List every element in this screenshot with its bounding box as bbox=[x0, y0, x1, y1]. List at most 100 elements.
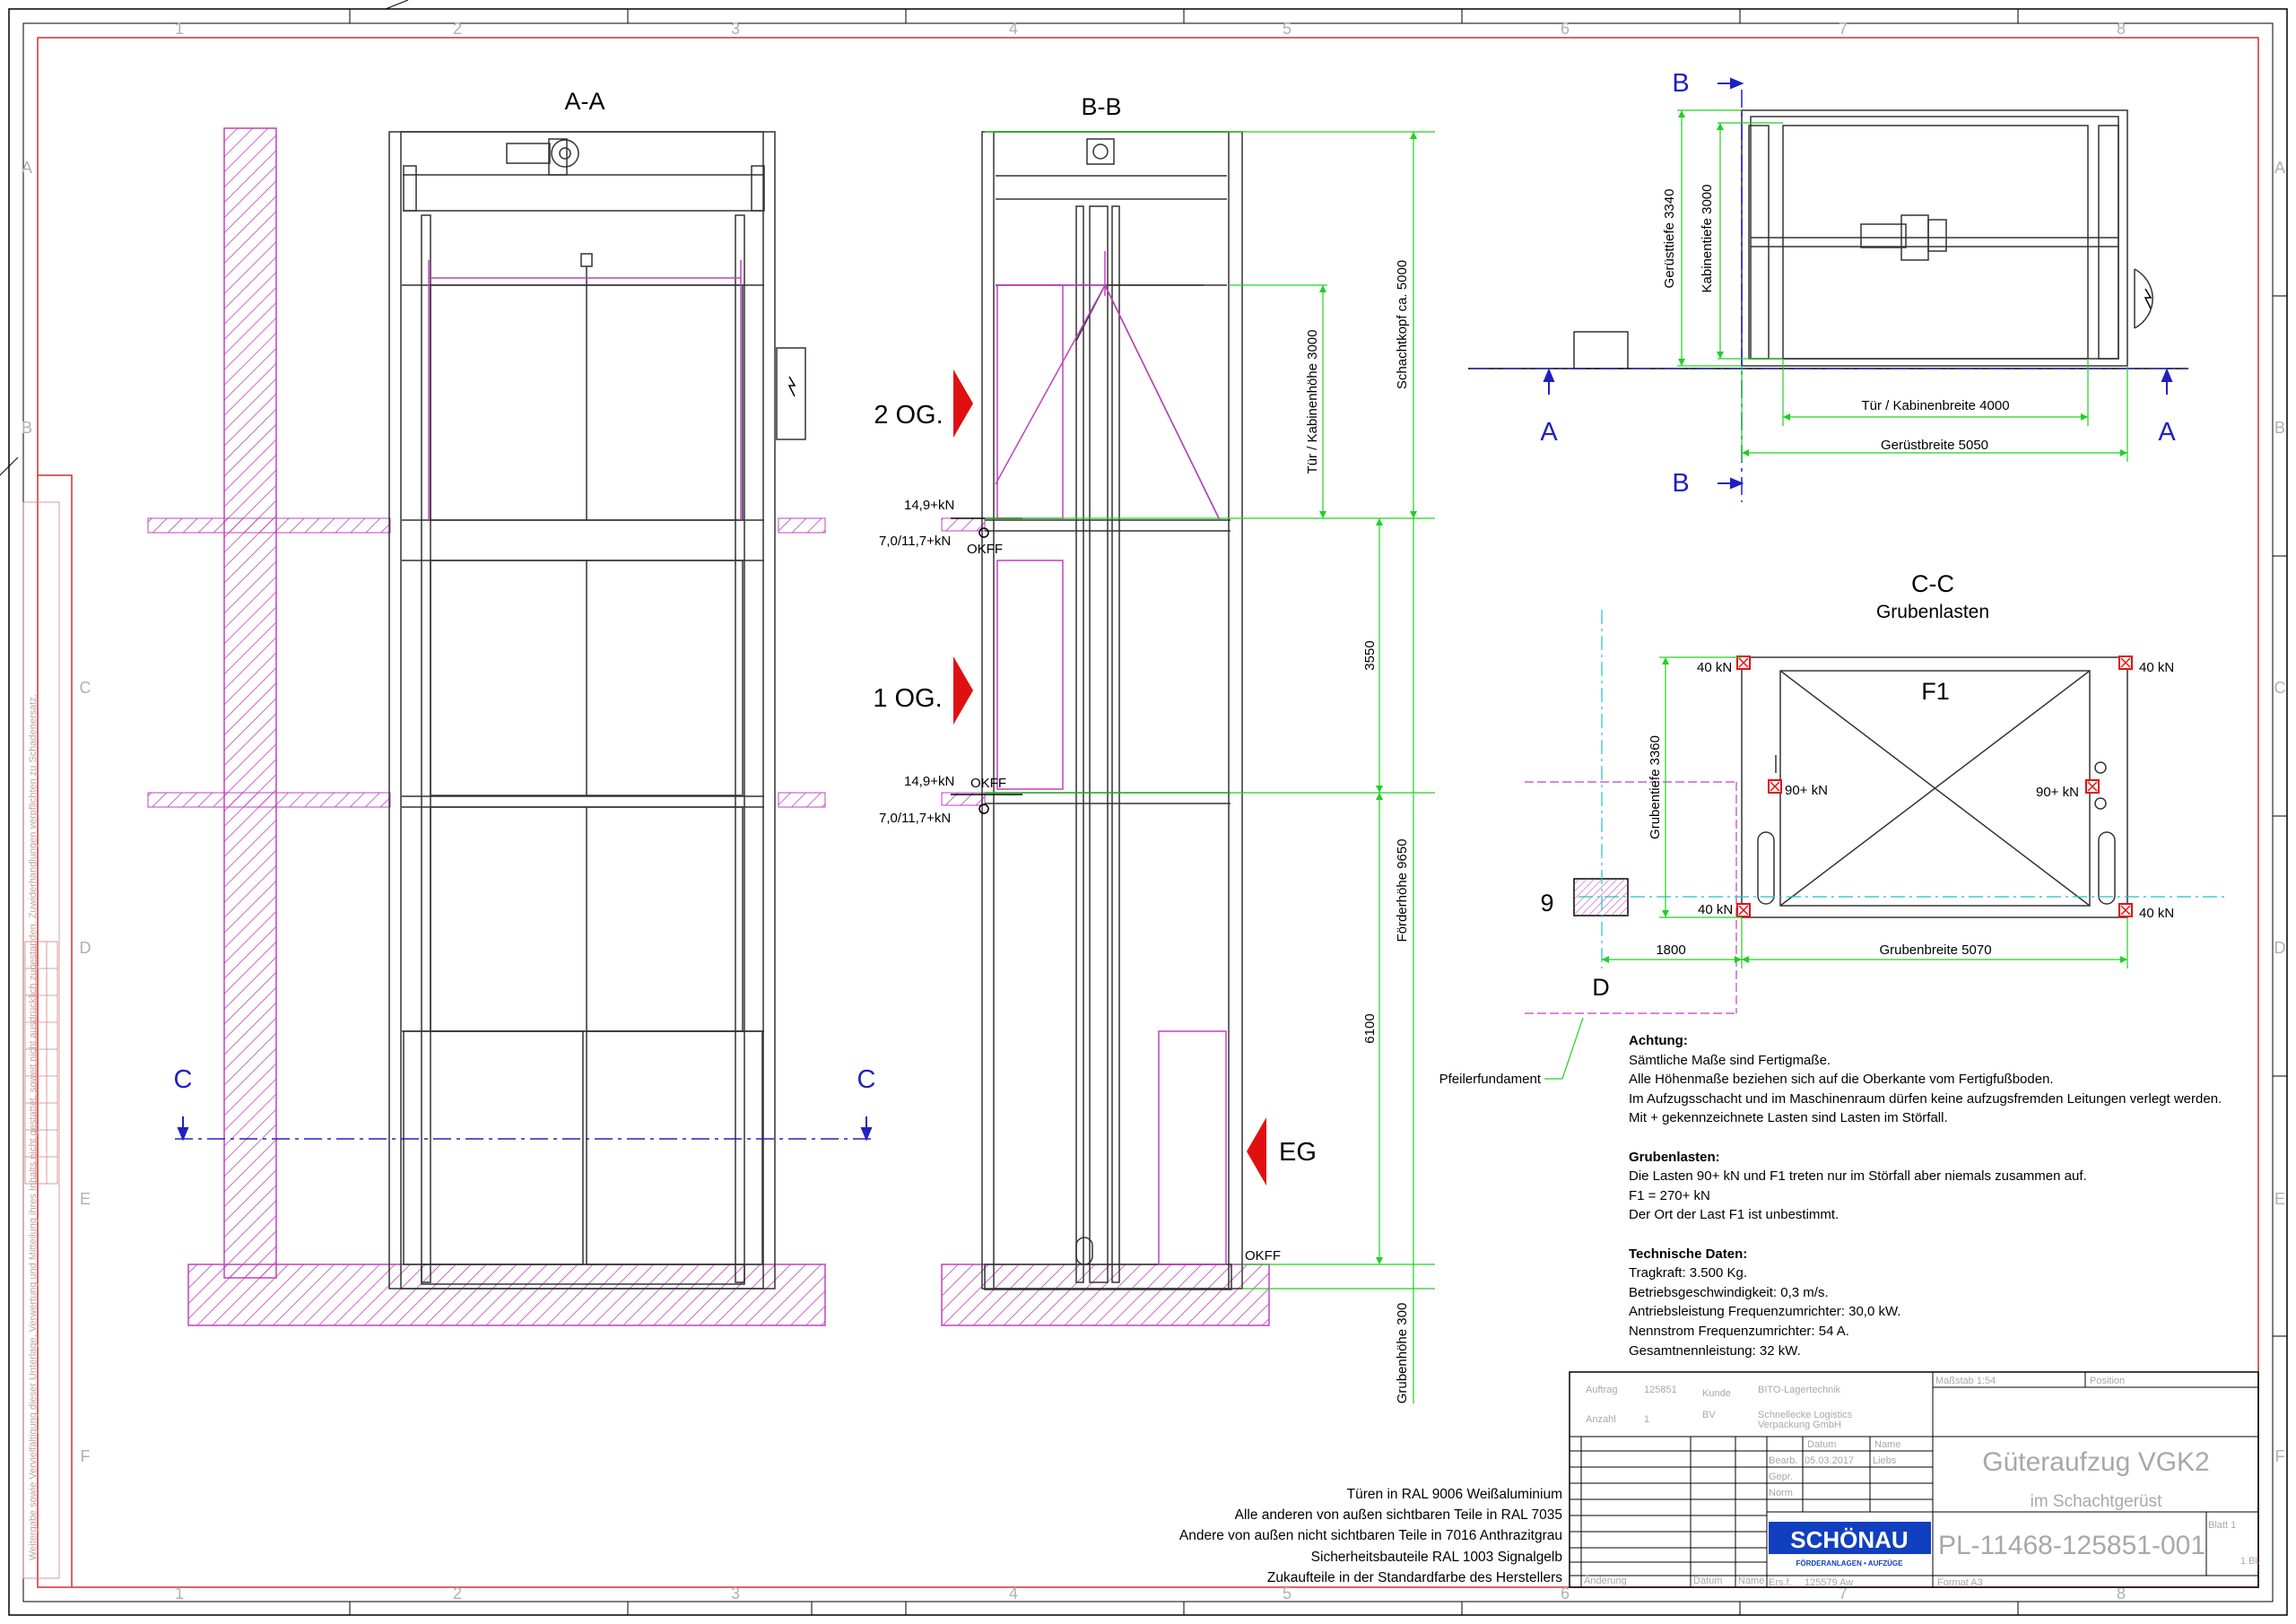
dim-3550: 3550 bbox=[1362, 640, 1378, 670]
tb-gepr: Gepr. bbox=[1769, 1472, 1793, 1482]
tb-auftrag-value: 125851 bbox=[1644, 1385, 1677, 1395]
tb-kunde-label: Kunde bbox=[1702, 1388, 1731, 1399]
dim-cabin-height: Tür / Kabinenhöhe 3000 bbox=[1305, 330, 1320, 474]
col-label-6: 6 bbox=[1561, 20, 1570, 38]
section-a-left: A bbox=[1540, 418, 1558, 447]
tech-line-3: Antriebsleistung Frequenzumrichter: 30,0… bbox=[1629, 1304, 1901, 1320]
load-side-left: 90+ kN bbox=[1785, 783, 1828, 798]
row-label-d: D bbox=[80, 939, 91, 957]
attention-line-1: Sämtliche Maße sind Fertigmaße. bbox=[1629, 1052, 1831, 1068]
row-label-a-r: A bbox=[2274, 159, 2285, 177]
col-label-6b: 6 bbox=[1561, 1585, 1570, 1602]
tb-subtitle: im Schachtgerüst bbox=[2031, 1492, 2163, 1511]
load-corner-tr: 40 kN bbox=[2139, 660, 2174, 675]
tb-bearb: Bearb. bbox=[1769, 1455, 1797, 1466]
dim-head: Schachtkopf ca. 5000 bbox=[1395, 260, 1410, 389]
pit-line-1: Die Lasten 90+ kN und F1 treten nur im S… bbox=[1629, 1168, 2087, 1185]
col-label-5b: 5 bbox=[1283, 1585, 1292, 1602]
tb-anzahl-value: 1 bbox=[1644, 1414, 1649, 1425]
view-cc-title: C-C bbox=[1911, 570, 1954, 597]
floor-label-1og: 1 OG. bbox=[873, 684, 942, 713]
tb-position: Position bbox=[2090, 1376, 2125, 1386]
tech-title: Technische Daten: bbox=[1629, 1246, 1748, 1262]
floor-arrow-2og bbox=[953, 369, 973, 438]
tb-scale: Maßstab 1:54 bbox=[1935, 1376, 1996, 1386]
section-c-left: C bbox=[174, 1065, 193, 1094]
tb-sheet: Blatt 1 bbox=[2208, 1520, 2236, 1531]
electric-icon bbox=[787, 376, 796, 397]
load-f1: F1 bbox=[1921, 678, 1950, 705]
col-label-1b: 1 bbox=[175, 1585, 184, 1602]
notes-panel: Achtung: Sämtliche Maße sind Fertigmaße.… bbox=[1629, 1031, 2257, 1360]
view-bb: B-B bbox=[873, 93, 1435, 1403]
tb-anzahl-label: Anzahl bbox=[1586, 1414, 1616, 1425]
dim-pit-depth: Grubentiefe 3360 bbox=[1648, 735, 1663, 839]
tb-ersetzt: Ers.f. bbox=[1769, 1577, 1792, 1588]
load-2og-b: 7,0/11,7+kN bbox=[879, 534, 951, 549]
view-bb-title: B-B bbox=[1081, 93, 1121, 120]
tb-auftrag-label: Auftrag bbox=[1586, 1385, 1617, 1395]
floor-label-eg: EG bbox=[1279, 1138, 1317, 1167]
col-label-1: 1 bbox=[175, 20, 184, 38]
load-corner-br: 40 kN bbox=[2139, 906, 2174, 921]
logo-text: SCHÖNAU bbox=[1790, 1526, 1908, 1553]
col-label-4b: 4 bbox=[1009, 1585, 1018, 1602]
tb-format: Format A3 bbox=[1937, 1577, 1983, 1588]
dim-frame-width: Gerüstbreite 5050 bbox=[1881, 438, 1988, 453]
side-legal-strip: Weitergabe sowie Vervielfältigung dieser… bbox=[22, 501, 60, 1579]
tech-line-2: Betriebsgeschwindigkeit: 0,3 m/s. bbox=[1629, 1284, 1829, 1300]
row-label-e: E bbox=[80, 1190, 91, 1208]
section-a-right: A bbox=[2158, 418, 2176, 447]
tb-norm: Norm bbox=[1769, 1488, 1793, 1498]
load-side-right: 90+ kN bbox=[2036, 785, 2079, 800]
dim-travel: Förderhöhe 9650 bbox=[1395, 838, 1410, 942]
col-label-8: 8 bbox=[2117, 20, 2126, 38]
tb-customer-1: BITO-Lagertechnik bbox=[1758, 1385, 1841, 1395]
view-cc: C-C Grubenlasten bbox=[1439, 570, 2224, 1087]
title-block: SCHÖNAU FÖRDERANLAGEN • AUFZÜGE Auftrag … bbox=[1569, 1371, 2260, 1588]
tech-line-4: Nennstrom Frequenzumrichter: 54 A. bbox=[1629, 1323, 1849, 1339]
grid-labels: 1 2 3 4 5 6 7 8 1 2 3 4 5 6 7 8 A B C D … bbox=[22, 20, 2286, 1602]
view-aa: A-A bbox=[147, 88, 875, 1326]
col-label-5: 5 bbox=[1283, 20, 1292, 38]
dim-pit: Grubenhöhe 300 bbox=[1395, 1303, 1410, 1404]
row-label-d-r: D bbox=[2274, 939, 2286, 957]
load-2og-a: 14,9+kN bbox=[904, 498, 954, 513]
dim-1800: 1800 bbox=[1656, 942, 1685, 958]
tb-title: Güteraufzug VGK2 bbox=[1982, 1447, 2209, 1477]
load-corner-bl: 40 kN bbox=[1698, 902, 1733, 917]
tb-bearb-date: 05.03.2017 bbox=[1805, 1455, 1854, 1466]
section-b-bottom: B bbox=[1672, 469, 1689, 498]
col-label-7: 7 bbox=[1839, 20, 1848, 38]
tb-name: Name bbox=[1874, 1439, 1900, 1450]
label-foundation: Pfeilerfundament bbox=[1439, 1072, 1542, 1087]
floor-arrow-1og bbox=[953, 656, 973, 725]
col-label-3: 3 bbox=[731, 20, 740, 38]
color-notes: Türen in RAL 9006 Weißaluminium Alle and… bbox=[1006, 1484, 1562, 1588]
attention-line-4: Mit + gekennzeichnete Lasten sind Lasten… bbox=[1629, 1110, 1948, 1126]
tb-datum: Datum bbox=[1807, 1439, 1836, 1450]
attention-line-3: Im Aufzugsschacht und im Maschinenraum d… bbox=[1629, 1090, 2222, 1107]
col-label-4: 4 bbox=[1009, 20, 1018, 38]
label-d: D bbox=[1592, 974, 1610, 1001]
color-note-4: Sicherheitsbauteile RAL 1003 Signalgelb bbox=[1310, 1549, 1562, 1565]
color-note-3: Andere von außen nicht sichtbaren Teile … bbox=[1178, 1528, 1562, 1544]
col-label-7b: 7 bbox=[1839, 1585, 1848, 1602]
load-1og-a: 14,9+kN bbox=[904, 774, 954, 789]
company-logo bbox=[1769, 1522, 1931, 1554]
view-aa-title: A-A bbox=[564, 88, 604, 115]
tb-name2: Name bbox=[1738, 1576, 1764, 1586]
tb-kunde-value: BV bbox=[1702, 1410, 1716, 1420]
tb-bearb-name: Liebs bbox=[1873, 1455, 1897, 1466]
row-label-c: C bbox=[80, 679, 91, 697]
dim-door-width: Tür / Kabinenbreite 4000 bbox=[1861, 398, 2009, 413]
dim-cabin-depth: Kabinentiefe 3000 bbox=[1700, 185, 1715, 293]
okff-2og: OKFF bbox=[967, 542, 1003, 557]
tech-line-1: Tragkraft: 3.500 Kg. bbox=[1629, 1265, 1748, 1281]
row-label-f: F bbox=[81, 1447, 91, 1465]
tb-datum2: Datum bbox=[1693, 1576, 1722, 1586]
side-legal-text: Weitergabe sowie Vervielfältigung dieser… bbox=[28, 694, 39, 1560]
color-note-5: Zukaufteile in der Standardfarbe des Her… bbox=[1266, 1569, 1562, 1585]
